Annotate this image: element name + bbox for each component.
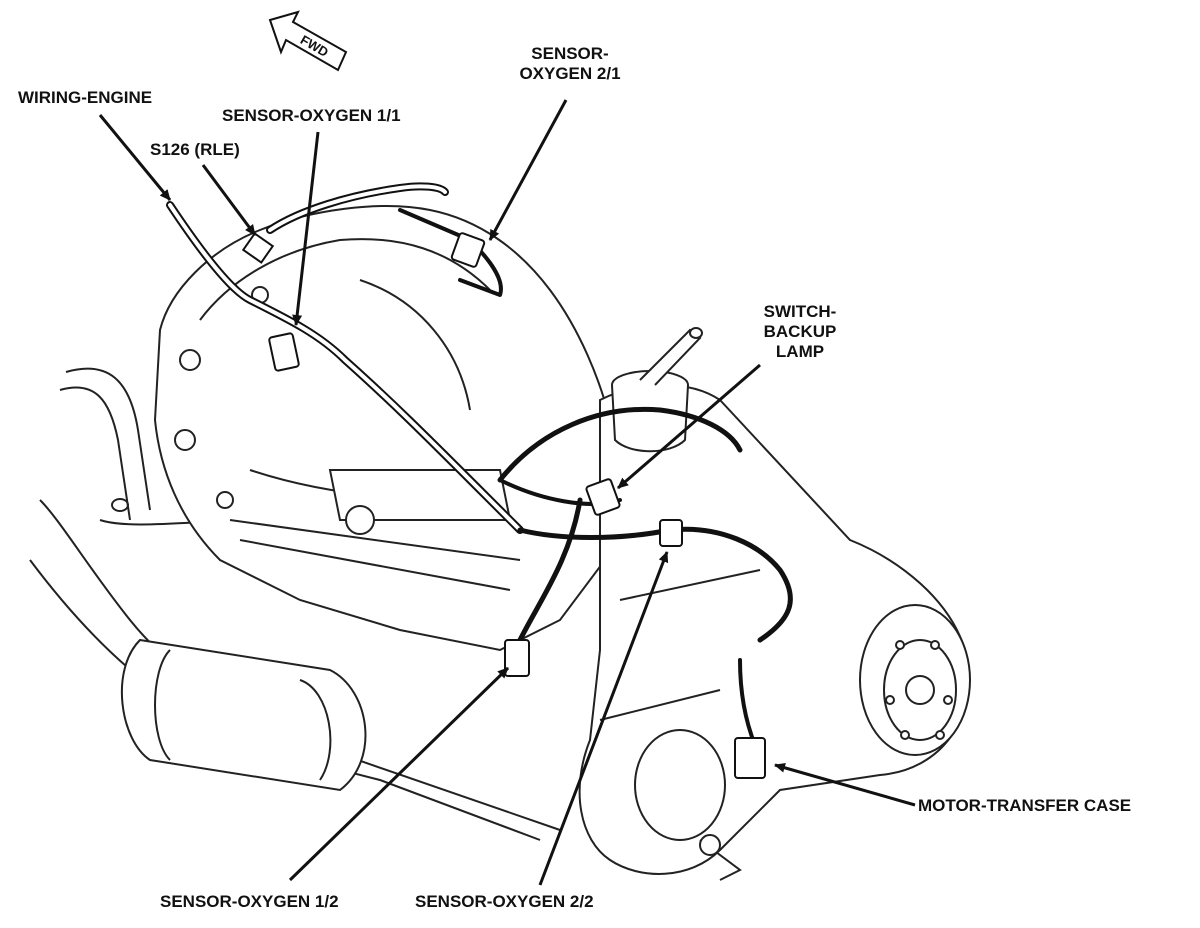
- sensor-oxygen-1-1-label: SENSOR-OXYGEN 1/1: [222, 106, 401, 125]
- backup-lamp-switch-connector: [585, 478, 621, 516]
- wiring-engine-leader: [98, 114, 172, 201]
- o2-sensor-2-2-connector: [659, 519, 683, 547]
- switch-backup-lamp-label-line1: SWITCH-: [763, 302, 837, 321]
- o2-1-2-leader: [288, 666, 510, 882]
- connectors: [241, 232, 766, 779]
- transfer-case: [578, 384, 971, 881]
- engine-wiring-harness: [166, 182, 793, 747]
- o2-2-1-leader: [488, 99, 568, 241]
- o2-sensor-2-1-connector: [450, 232, 486, 268]
- o2-2-2-leader: [538, 551, 669, 886]
- switch-backup-lamp-label-line3: LAMP: [775, 342, 825, 361]
- leader-lines: [98, 99, 916, 886]
- sensor-oxygen-2-2-label: SENSOR-OXYGEN 2/2: [415, 892, 594, 911]
- transfer-case-motor-connector: [734, 737, 766, 779]
- switch-backup-lamp-label: SWITCH- BACKUP LAMP: [750, 302, 850, 362]
- sensor-oxygen-2-1-label: SENSOR- OXYGEN 2/1: [508, 44, 632, 84]
- transmission-case: [153, 205, 622, 652]
- sensor-oxygen-1-2-label: SENSOR-OXYGEN 1/2: [160, 892, 339, 911]
- sensor-oxygen-2-1-label-line2: OXYGEN 2/1: [519, 64, 621, 83]
- wiring-engine-label: WIRING-ENGINE: [18, 88, 153, 107]
- sensor-oxygen-2-1-label-line1: SENSOR-: [531, 44, 609, 63]
- s126-splice: [241, 232, 275, 264]
- forward-arrow-icon: FWD: [268, 10, 348, 72]
- o2-1-1-leader: [292, 131, 320, 326]
- shifter-tower: [611, 327, 703, 453]
- motor-transfer-leader: [774, 762, 916, 807]
- s126-label: S126 (RLE): [150, 140, 240, 159]
- motor-transfer-case-label: MOTOR-TRANSFER CASE: [918, 796, 1132, 815]
- backup-lamp-leader: [617, 363, 761, 490]
- s126-leader: [201, 164, 257, 236]
- catalytic-converter: [120, 638, 367, 792]
- switch-backup-lamp-label-line2: BACKUP: [763, 322, 837, 341]
- o2-sensor-1-2-connector: [504, 639, 530, 677]
- o2-sensor-1-1-connector: [268, 332, 300, 372]
